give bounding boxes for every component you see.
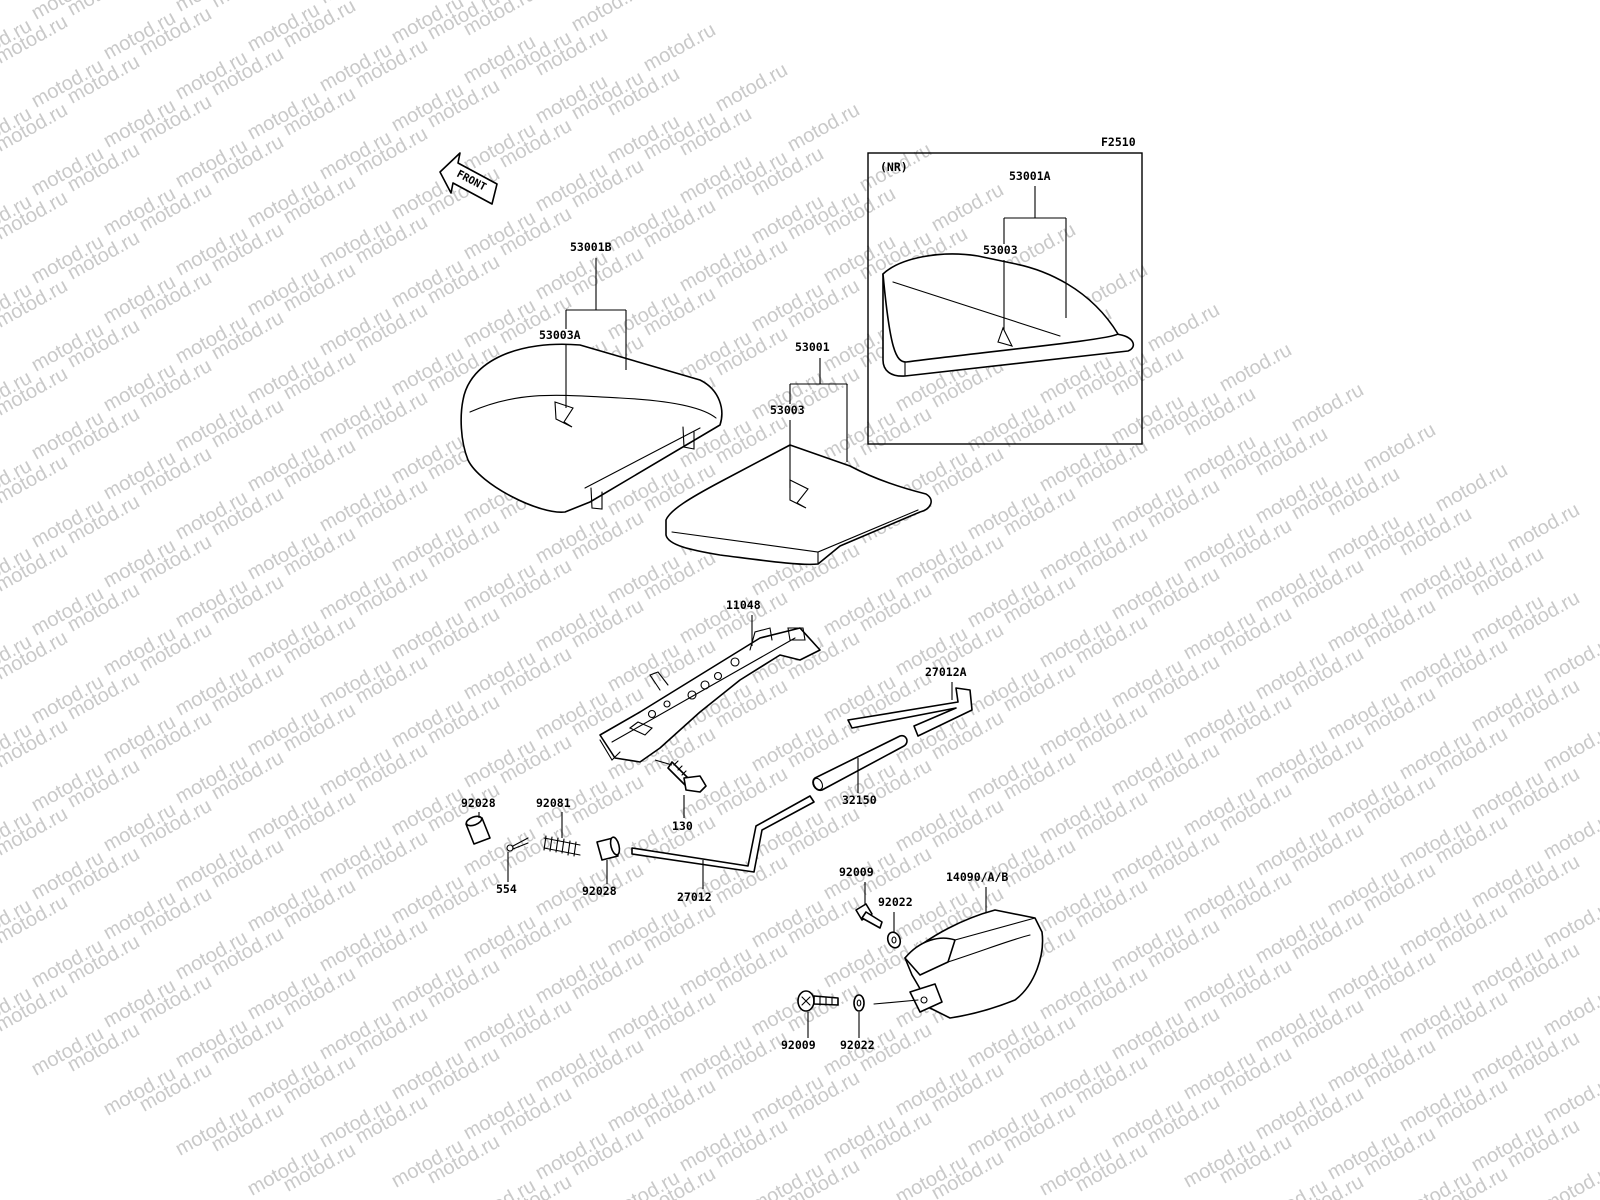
bolt-130[interactable] (667, 760, 707, 793)
label-14090-a-b: 14090/A/B (946, 870, 1008, 884)
tube-callout: 32150 (842, 758, 877, 807)
inset-nr: F2510 (NR) 53001A 53003 (867, 135, 1143, 445)
collar-right-callout: 92028 (582, 860, 617, 898)
watermark-text: motod.ru (1216, 339, 1296, 397)
watermark-text: motod.ru (460, 1175, 540, 1200)
washer-92022-lower[interactable] (853, 994, 865, 1012)
label-92081: 92081 (536, 796, 571, 810)
collar-left[interactable] (465, 815, 491, 845)
label-27012: 27012 (677, 890, 712, 904)
watermark-text: motod.ru (1504, 499, 1584, 557)
label-11048: 11048 (726, 598, 761, 612)
label-554: 554 (496, 882, 517, 896)
watermark-text: motod.ru (712, 59, 792, 117)
washer-upper-callout: 92022 (878, 895, 913, 932)
watermark-text: motod.ru (928, 179, 1008, 237)
cable-upper-callout: 27012A (925, 665, 967, 700)
label-130: 130 (672, 819, 693, 833)
watermark-text: motod.ru (352, 0, 432, 4)
inset-label: (NR) (880, 160, 908, 174)
cable-lower[interactable] (631, 795, 815, 873)
cable-lower-callout: 27012 (677, 860, 712, 904)
cotter-pin[interactable] (506, 837, 529, 852)
watermark-text: motod.ru (1288, 379, 1368, 437)
washer-92022-upper[interactable] (886, 930, 903, 949)
bolt-callout: 130 (654, 759, 693, 833)
label-53001a: 53001A (1009, 169, 1051, 183)
cable-upper[interactable] (847, 687, 973, 737)
spring-callout: 92081 (536, 796, 571, 838)
label-92028-left: 92028 (461, 796, 496, 810)
case-callout: 14090/A/B (946, 870, 1008, 912)
watermark-text: motod.ru (784, 99, 864, 157)
label-53003: 53003 (770, 403, 805, 417)
label-53001b: 53001B (570, 240, 612, 254)
watermark-text: motod.ru (1144, 299, 1224, 357)
label-53003-inset: 53003 (983, 243, 1018, 257)
label-53003a: 53003A (539, 328, 581, 342)
figure-code: F2510 (1101, 135, 1136, 149)
cotter-pin-callout: 554 (496, 852, 517, 896)
tube[interactable] (812, 734, 908, 792)
watermark-text: motod.ru (208, 0, 288, 12)
label-92022-lower: 92022 (840, 1038, 875, 1052)
label-92009-lower: 92009 (781, 1038, 816, 1052)
collar-left-callout: 92028 (461, 796, 496, 818)
watermark-text: motod.ru (1540, 1159, 1600, 1200)
bracket-callout: 11048 (726, 598, 761, 646)
cover-case[interactable] (873, 909, 1044, 1019)
inset-seat[interactable] (882, 253, 1135, 377)
seat[interactable] (665, 444, 932, 566)
seat-callouts: 53001 53003 (770, 340, 848, 488)
inset-frame (867, 152, 1143, 445)
bolt-92009-upper[interactable] (855, 903, 883, 929)
watermark-text: motod.ru (640, 19, 720, 77)
washer-lower-callout: 92022 (840, 1012, 875, 1052)
bolt-lower-callout: 92009 (781, 1012, 816, 1052)
label-92009-upper: 92009 (839, 865, 874, 879)
watermark-text: motod.ru (568, 0, 648, 36)
label-53001: 53001 (795, 340, 830, 354)
rear-seat-callouts: 53001B 53003A (539, 240, 627, 408)
front-arrow: FRONT (439, 152, 498, 205)
label-92022-upper: 92022 (878, 895, 913, 909)
watermark-text: motod.ru (1360, 419, 1440, 477)
label-32150: 32150 (842, 793, 877, 807)
spring[interactable] (543, 835, 581, 857)
bolt-upper-callout: 92009 (839, 865, 874, 905)
rear-seat[interactable] (460, 343, 723, 513)
bolt-92009-lower[interactable] (797, 990, 839, 1012)
label-92028-right: 92028 (582, 884, 617, 898)
collar-right[interactable] (596, 836, 621, 861)
watermark-text: motod.ru (1252, 1175, 1332, 1200)
inset-callouts: 53001A 53003 (983, 169, 1067, 330)
label-27012a: 27012A (925, 665, 967, 679)
watermark-text: motod.ru (1432, 459, 1512, 517)
